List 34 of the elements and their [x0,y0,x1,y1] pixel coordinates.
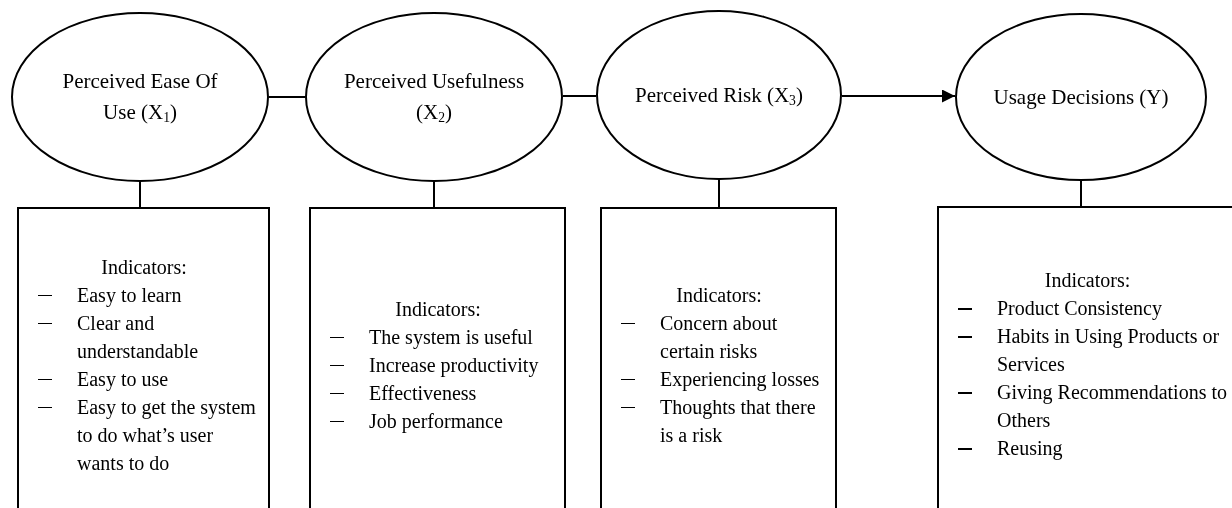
indicator-box [309,207,566,508]
indicator-item: Concern about certain risks [660,310,779,364]
connector-line [139,181,141,208]
indicator-item: Effectiveness [369,380,477,406]
indicator-item: Job performance [369,408,503,435]
variable-label: Usage Decisions (Y) [992,83,1170,111]
variable-label: Perceived Usefulness (X$_{2}$) [342,68,526,127]
indicator-item: Easy to use [77,366,169,393]
indicator-box [600,207,837,508]
connector-line [268,96,306,98]
indicator-item: Clear and understandable [77,310,200,364]
connector-line [562,95,597,97]
variable-label: Perceived Risk (X$_{3}$) [634,81,804,110]
connector-line [1080,180,1082,207]
connector-line [433,181,435,208]
indicator-item: Experiencing losses [660,366,820,393]
connector-line [718,179,720,208]
arrow [841,89,956,103]
indicator-box [937,206,1232,508]
indicator-item: Easy to learn [77,282,182,309]
indicator-item: Thoughts that there is a risk [660,394,817,448]
indicator-item: Giving Recommendations to Others [997,380,1228,433]
indicator-item: Increase productivity [369,352,539,379]
variable-label: Perceived Ease Of Use (X$_{1}$) [61,68,219,127]
indicator-item: Easy to get the system to do what’s user wants to do [77,394,257,476]
indicator-item: The system is useful [369,324,533,351]
indicators-heading: Indicators: [394,296,482,322]
indicators-heading: Indicators: [100,254,188,280]
indicator-box [17,207,270,508]
indicators-heading: Indicators: [675,282,763,308]
indicators-heading: Indicators: [1043,268,1132,293]
indicator-item: Reusing [997,436,1063,462]
indicator-item: Habits in Using Products or Services [997,324,1221,377]
indicator-item: Product Consistency [997,296,1162,322]
